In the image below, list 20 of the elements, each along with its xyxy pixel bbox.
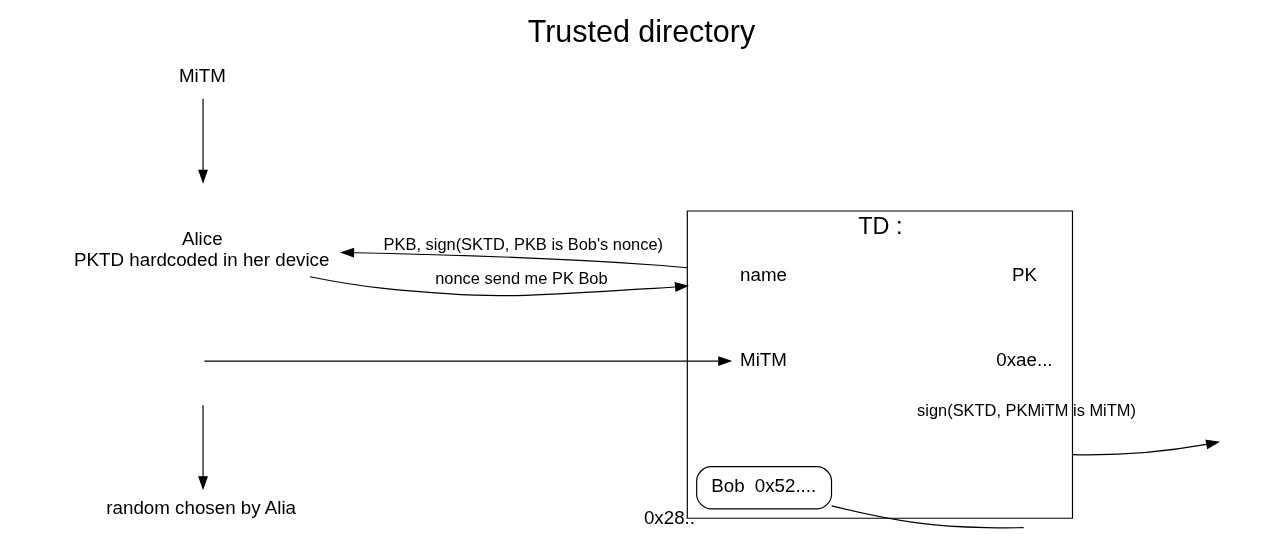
arrow <box>308 276 689 297</box>
node-box: Bob 0x52.... <box>695 466 832 510</box>
arrow <box>339 247 688 269</box>
arrow <box>197 98 208 184</box>
node-text: 0xae... <box>995 348 1053 370</box>
node-text: name <box>739 264 787 286</box>
node-label: 0x28.. <box>643 506 695 528</box>
arrow <box>203 356 732 367</box>
node-text: MiTM <box>739 348 787 370</box>
node-text: PK <box>1011 264 1037 286</box>
edge-label: nonce send me PK Bob <box>434 268 608 287</box>
node-text: MiTM <box>178 64 226 86</box>
diagram-title: Trusted directory <box>527 13 755 48</box>
arrow <box>1071 439 1220 456</box>
node-text: random chosen by Alia <box>105 497 296 519</box>
arrow <box>197 404 208 491</box>
edge-label: sign(SKTD, PKMiTM is MiTM) <box>916 401 1136 420</box>
node-text: Alice PKTD hardcoded in her device <box>73 227 329 270</box>
connector <box>830 505 1024 529</box>
edge-label: PKB, sign(SKTD, PKB is Bob's nonce) <box>383 234 663 253</box>
